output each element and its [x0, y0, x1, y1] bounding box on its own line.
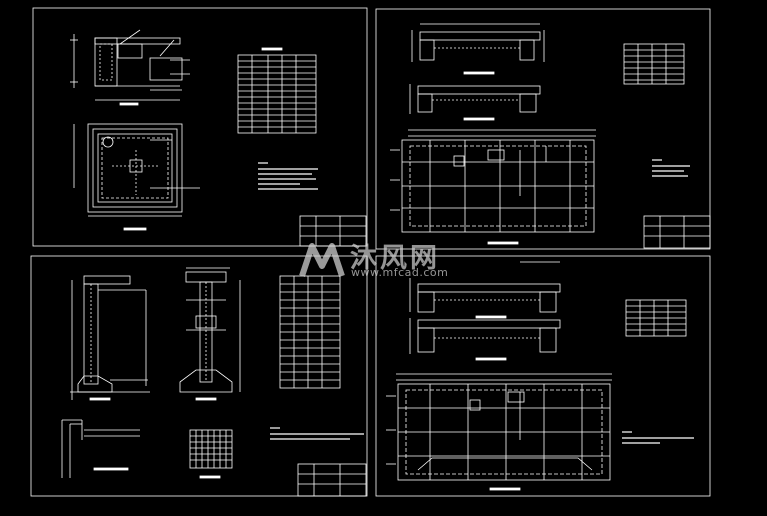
- reinforcement-table: [237, 47, 317, 134]
- title-block: [643, 215, 711, 249]
- reinforcement-table: [279, 275, 341, 389]
- bar-layout-mesh: [189, 429, 233, 479]
- watermark-url: www.mfcad.com: [351, 266, 449, 279]
- notes-text-block: [652, 159, 690, 177]
- large-plan-view: [390, 129, 596, 245]
- sheet-border: [375, 255, 711, 497]
- sheet-bottom-left: [30, 255, 368, 497]
- corner-detail: [61, 419, 140, 478]
- watermark-brand: 沐风网: [350, 243, 440, 274]
- column-section-detail: [179, 267, 241, 401]
- sheet-top-right: [375, 8, 711, 250]
- wall-section-detail: [70, 275, 150, 401]
- sheet-bottom-right: [375, 255, 711, 497]
- notes-text-block: [270, 427, 364, 440]
- plan-view: [73, 123, 200, 231]
- sheet-top-left: [32, 7, 368, 247]
- reinforcement-table: [625, 299, 687, 337]
- notes-text-block: [258, 162, 318, 190]
- sheet-border: [30, 255, 368, 497]
- notes-text-block: [622, 431, 694, 444]
- lower-beam-section: [409, 84, 541, 121]
- sheet-border: [375, 8, 711, 250]
- upper-beam-section: [411, 23, 545, 75]
- lower-beam-section: [409, 318, 561, 361]
- title-block: [297, 463, 367, 497]
- watermark-logo-icon: [299, 243, 345, 277]
- reinforcement-table: [623, 43, 685, 85]
- elevation-section-detail: [70, 29, 190, 106]
- watermark: 沐风网 www.mfcad.com: [298, 236, 473, 284]
- sheet-border: [32, 7, 368, 247]
- upper-beam-section: [409, 261, 561, 319]
- large-plan-view: [386, 373, 612, 491]
